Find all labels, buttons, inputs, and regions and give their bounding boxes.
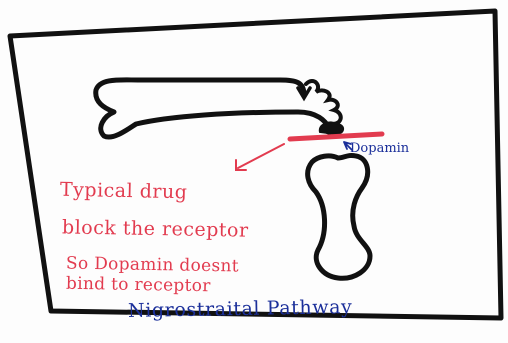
red-arrow	[238, 144, 284, 168]
note-line-1: Typical drug	[60, 179, 188, 204]
diagram-title: Nigrostraital Pathway	[128, 296, 353, 322]
dopamin-label: Dopamin	[350, 141, 409, 156]
presynaptic-neuron	[96, 80, 331, 137]
note-line-3: So Dopamin doesnt	[66, 253, 239, 276]
note-line-2: block the receptor	[62, 216, 249, 241]
postsynaptic-neuron	[308, 155, 370, 278]
drug-block-bar	[290, 134, 382, 139]
note-line-4: bind to receptor	[66, 274, 211, 297]
axon-terminal	[320, 122, 343, 134]
